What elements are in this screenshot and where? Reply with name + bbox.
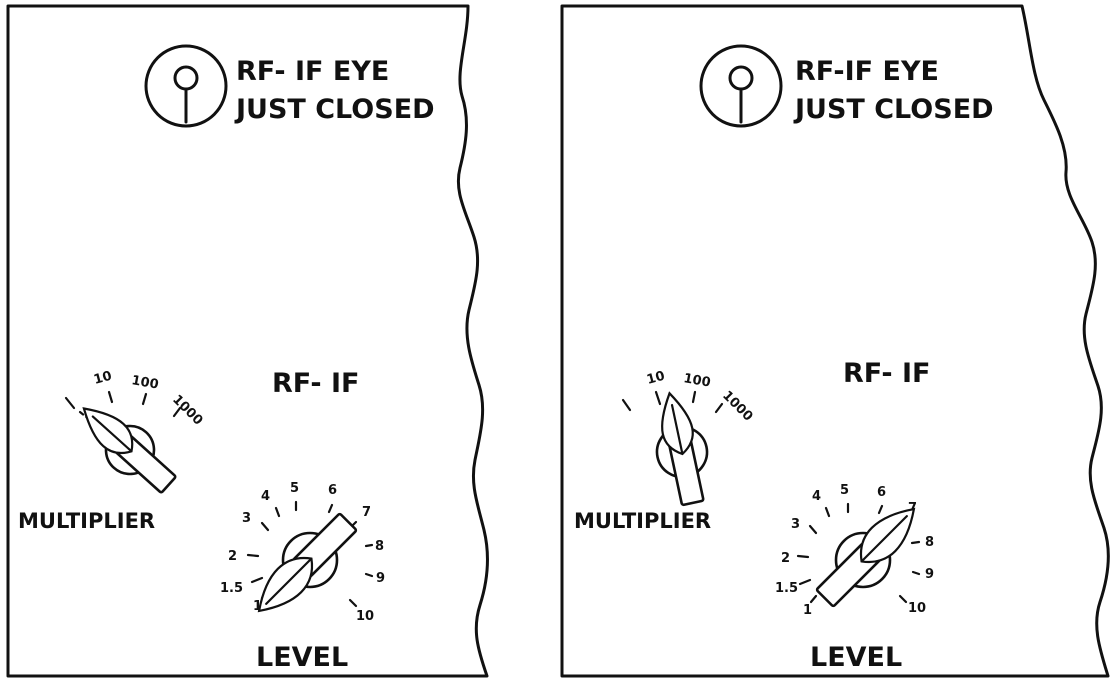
multiplier-tick-1 — [64, 396, 76, 410]
level-label: LEVEL — [810, 642, 902, 673]
level-label: LEVEL — [256, 642, 348, 673]
multiplier-knob[interactable] — [645, 388, 717, 508]
multiplier-knob[interactable] — [68, 391, 185, 503]
level-tick-2 — [246, 553, 260, 558]
panel-outline — [560, 4, 1110, 678]
level-scale-7: 7 — [362, 505, 371, 520]
level-scale-1: 1 — [253, 599, 262, 614]
level-scale-8: 8 — [375, 539, 384, 554]
level-tick-6 — [327, 503, 334, 514]
level-scale-1-5: 1.5 — [220, 581, 243, 596]
level-dial[interactable]: 1 1.5 2 3 4 5 6 7 8 9 10 — [220, 481, 385, 630]
section-label: RF- IF — [272, 368, 360, 399]
level-knob[interactable] — [806, 490, 933, 617]
multiplier-pointer — [661, 391, 694, 456]
level-tick-4 — [274, 506, 281, 518]
level-pointer-rib — [861, 515, 908, 562]
eye-label-line2: JUST CLOSED — [234, 94, 435, 125]
level-scale-4: 4 — [812, 489, 821, 504]
eye-pupil — [728, 65, 754, 91]
multiplier-tick-10 — [654, 390, 662, 406]
rf-if-eye-indicator — [699, 44, 783, 128]
multiplier-dial[interactable]: 10 100 1000 — [621, 369, 755, 508]
eye-label-line1: RF-IF EYE — [795, 56, 939, 87]
level-scale-10: 10 — [356, 609, 374, 624]
multiplier-pointer-rib — [670, 403, 684, 454]
level-scale-4: 4 — [261, 489, 270, 504]
multiplier-scale-10: 10 — [645, 369, 666, 388]
level-scale-10: 10 — [908, 601, 926, 616]
rf-if-eye-indicator — [144, 44, 228, 128]
level-scale-1-5: 1.5 — [775, 581, 798, 596]
level-tick-8 — [364, 543, 374, 548]
multiplier-scale-1000: 1000 — [169, 392, 205, 428]
level-scale-2: 2 — [228, 549, 237, 564]
level-tick-3 — [260, 521, 270, 532]
level-knob[interactable] — [240, 503, 367, 630]
eye-pupil — [173, 65, 199, 91]
level-scale-5: 5 — [290, 481, 299, 496]
multiplier-scale-100: 100 — [682, 371, 711, 390]
level-scale-3: 3 — [242, 511, 251, 526]
multiplier-scale-1000: 1000 — [719, 388, 755, 424]
multiplier-tick-100 — [691, 390, 697, 404]
level-tick-1-5 — [798, 578, 812, 586]
level-pointer-rib — [265, 558, 312, 605]
level-tick-6 — [877, 504, 884, 515]
multiplier-tick-1000 — [172, 406, 182, 418]
multiplier-scale-10: 10 — [92, 369, 113, 388]
multiplier-pointer-rib — [91, 415, 132, 452]
level-tick-8 — [910, 540, 921, 545]
multiplier-tick-1000 — [714, 402, 724, 414]
level-scale-8: 8 — [925, 535, 934, 550]
multiplier-scale-100: 100 — [130, 373, 159, 392]
level-tick-1 — [809, 594, 818, 604]
level-tick-10 — [348, 598, 358, 608]
multiplier-dial[interactable]: 10 100 1000 — [64, 369, 205, 503]
eye-lamp-icon — [699, 44, 783, 128]
level-tick-2 — [796, 554, 810, 559]
level-tick-9 — [911, 570, 921, 576]
multiplier-label: MULTIPLIER — [574, 509, 711, 533]
multiplier-tick-100 — [141, 392, 148, 406]
section-label: RF- IF — [843, 358, 931, 389]
level-tick-1-5 — [250, 576, 264, 584]
level-scale-9: 9 — [925, 567, 934, 582]
level-scale-3: 3 — [791, 517, 800, 532]
eye-label-line2: JUST CLOSED — [793, 94, 994, 125]
level-scale-5: 5 — [840, 483, 849, 498]
level-dial[interactable]: 1 1.5 2 3 4 5 6 7 8 9 10 — [775, 483, 934, 618]
eye-label-line1: RF- IF EYE — [236, 56, 389, 87]
multiplier-tick-10 — [107, 390, 114, 404]
level-scale-6: 6 — [877, 485, 886, 500]
panel-outline — [6, 4, 489, 678]
level-scale-6: 6 — [328, 483, 337, 498]
level-scale-1: 1 — [803, 603, 812, 618]
panel-right: RF-IF EYE JUST CLOSED RF- IF 10 100 1000… — [560, 4, 1110, 678]
level-scale-9: 9 — [376, 571, 385, 586]
multiplier-label: MULTIPLIER — [18, 509, 155, 533]
multiplier-tick-1 — [621, 398, 632, 412]
panel-left: RF- IF EYE JUST CLOSED RF- IF 10 100 100… — [6, 4, 489, 678]
level-tick-9 — [364, 572, 374, 578]
eye-lamp-icon — [144, 44, 228, 128]
level-tick-4 — [824, 506, 831, 518]
level-tick-10 — [898, 594, 908, 604]
level-tick-3 — [808, 524, 818, 535]
level-scale-2: 2 — [781, 551, 790, 566]
